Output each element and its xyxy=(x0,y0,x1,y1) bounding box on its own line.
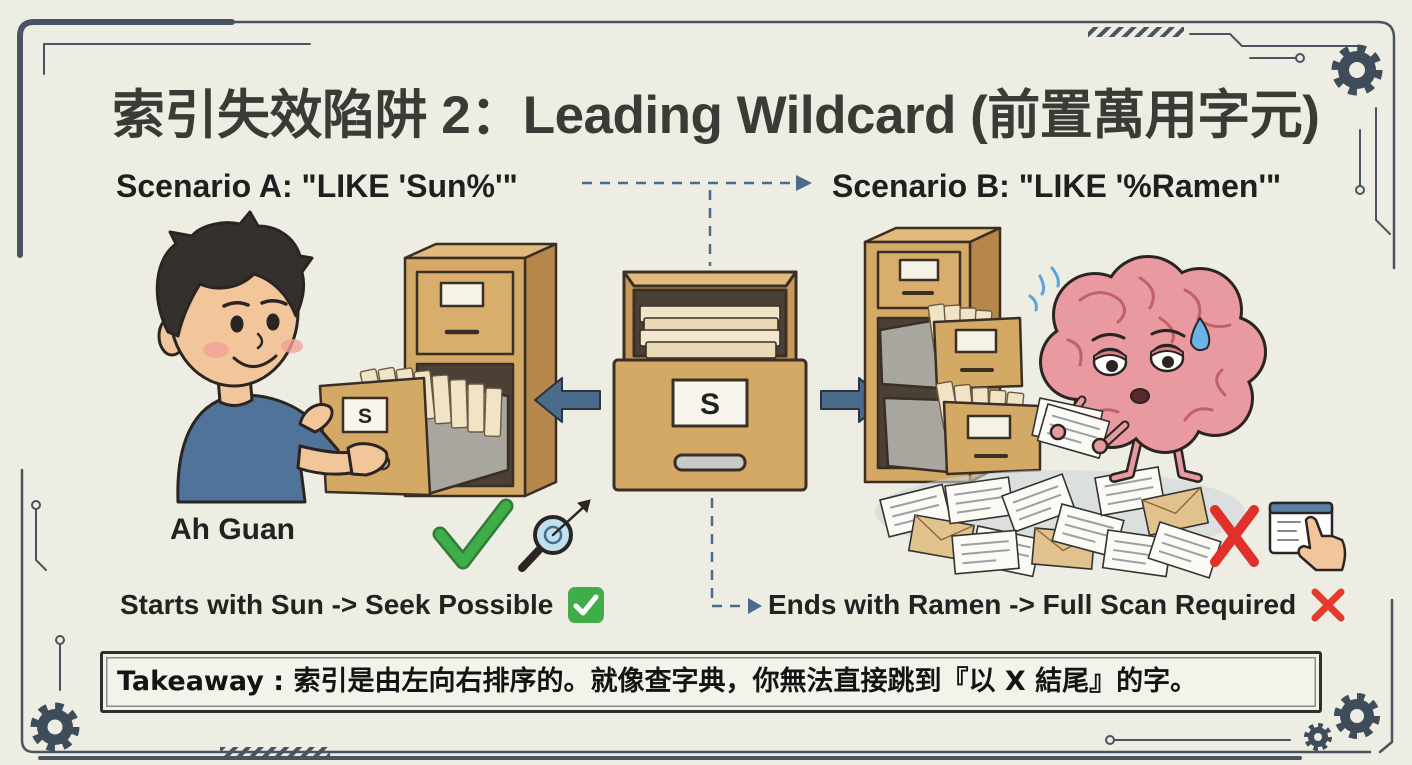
drawer-label-s xyxy=(341,396,389,434)
red-x-icon xyxy=(1210,505,1259,567)
red-cross-icon xyxy=(1311,588,1345,622)
hatch-stripe-top xyxy=(1088,27,1184,37)
scenario-a-result: Starts with Sun -> Seek Possible xyxy=(120,582,612,628)
takeaway-box: Takeaway : 索引是由左向右排序的。就像查字典，你無法直接跳到『以 X … xyxy=(100,651,1322,713)
drawer-label-s xyxy=(671,378,749,428)
takeaway-text: Takeaway : 索引是由左向右排序的。就像查字典，你無法直接跳到『以 X … xyxy=(117,666,1198,697)
hand-clicking-screen-icon xyxy=(1268,501,1347,572)
drawer-label-text: S xyxy=(358,405,372,428)
gear-icon xyxy=(1334,693,1380,739)
gear-icon xyxy=(1304,723,1332,751)
file-cabinet-center: S xyxy=(612,270,808,492)
decorative-frame xyxy=(17,19,1396,760)
scenario-a-result-text: Starts with Sun -> Seek Possible xyxy=(120,589,554,620)
drawer-label xyxy=(439,281,485,308)
magnifier-target-icon xyxy=(518,499,591,572)
page-title: 索引失效陷阱 2：Leading Wildcard (前置萬用字元) xyxy=(112,86,1320,145)
green-check-box-icon xyxy=(568,587,604,623)
left-arrow-icon xyxy=(534,377,601,423)
scattered-papers xyxy=(875,465,1245,579)
gear-icon xyxy=(1331,44,1383,96)
drawer-label-text: S xyxy=(700,388,720,421)
dashed-arrow-head xyxy=(748,598,762,614)
file-cabinet-right xyxy=(863,226,1042,484)
scenario-a-label: Scenario A: "LIKE 'Sun%'" xyxy=(116,168,518,204)
drawer-label xyxy=(898,258,940,282)
dashed-connector-arrow xyxy=(582,181,798,608)
hand xyxy=(346,442,389,477)
ah-guan-character xyxy=(155,210,389,504)
dashed-arrow-head xyxy=(796,175,812,191)
scenario-b-label: Scenario B: "LIKE '%Ramen'" xyxy=(832,168,1282,204)
smile xyxy=(232,354,278,368)
scenario-b-result-text: Ends with Ramen -> Full Scan Required xyxy=(768,589,1297,620)
hand xyxy=(298,402,334,434)
drawer-label xyxy=(966,414,1012,440)
sweat-drop-icon xyxy=(1190,317,1211,352)
drawer-label xyxy=(954,328,998,354)
scenario-b-result: Ends with Ramen -> Full Scan Required xyxy=(768,582,1354,628)
hatch-stripe-bottom xyxy=(220,747,330,757)
file-cabinet-left: S xyxy=(318,242,558,498)
hair xyxy=(155,210,314,338)
character-name-label: Ah Guan xyxy=(170,513,295,546)
stressed-brain-character xyxy=(1028,255,1267,483)
gear-icon xyxy=(30,702,80,752)
